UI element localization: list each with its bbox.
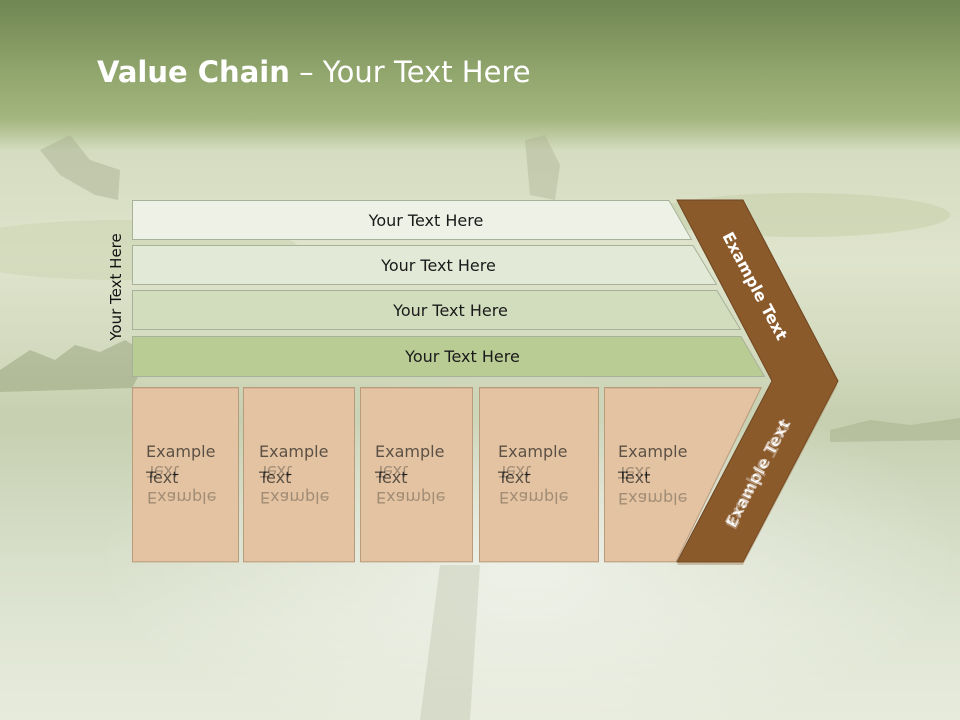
row-band-shape xyxy=(132,290,741,330)
column-fill xyxy=(604,387,762,562)
column-line2: Text xyxy=(498,465,588,491)
reflection-column-fill xyxy=(604,388,762,563)
row-band-fill xyxy=(132,336,765,377)
reflection-column-shape xyxy=(604,388,762,563)
column-line1: Example xyxy=(498,439,588,465)
chevron-arrow-fill xyxy=(676,199,839,563)
column-shape xyxy=(604,387,762,562)
column-fill xyxy=(243,387,355,562)
column-shape xyxy=(360,387,473,562)
column-shape xyxy=(243,387,355,562)
row-band-shape xyxy=(132,245,717,285)
row-band-fill xyxy=(132,200,692,240)
row-band-fill xyxy=(132,290,741,330)
row-band: Your Text Here xyxy=(132,336,765,377)
column-line1: Example xyxy=(259,439,349,465)
row-band: Your Text Here xyxy=(132,290,741,330)
reflection-arrow xyxy=(677,385,838,565)
title-rest: – Your Text Here xyxy=(289,55,531,89)
column-fill xyxy=(360,387,473,562)
slide-title: Value Chain – Your Text Here xyxy=(97,55,531,89)
column-fill xyxy=(132,387,239,562)
column-shape xyxy=(479,387,599,562)
row-label: Your Text Here xyxy=(381,255,496,275)
row-label: Your Text Here xyxy=(393,300,508,320)
row-label: Your Text Here xyxy=(405,346,520,366)
column-shape xyxy=(132,387,239,562)
column-line2: Text xyxy=(259,465,349,491)
title-bold: Value Chain xyxy=(97,55,290,89)
column-fill xyxy=(479,387,599,562)
column-line2: Text xyxy=(618,465,708,491)
row-band-shape xyxy=(132,336,765,377)
column-line2: Text xyxy=(375,465,465,491)
column-line1: Example xyxy=(618,439,708,465)
row-band-fill xyxy=(132,245,717,285)
row-label: Your Text Here xyxy=(368,210,484,230)
column-line1: Example xyxy=(146,439,236,465)
column-line1: Example xyxy=(375,439,465,465)
reflection-arrow-fill xyxy=(677,385,838,565)
row-band: Your Text Here xyxy=(132,245,717,285)
column-line2: Text xyxy=(146,465,236,491)
row-band-shape xyxy=(132,200,692,240)
row-band: Your Text Here xyxy=(132,200,692,240)
